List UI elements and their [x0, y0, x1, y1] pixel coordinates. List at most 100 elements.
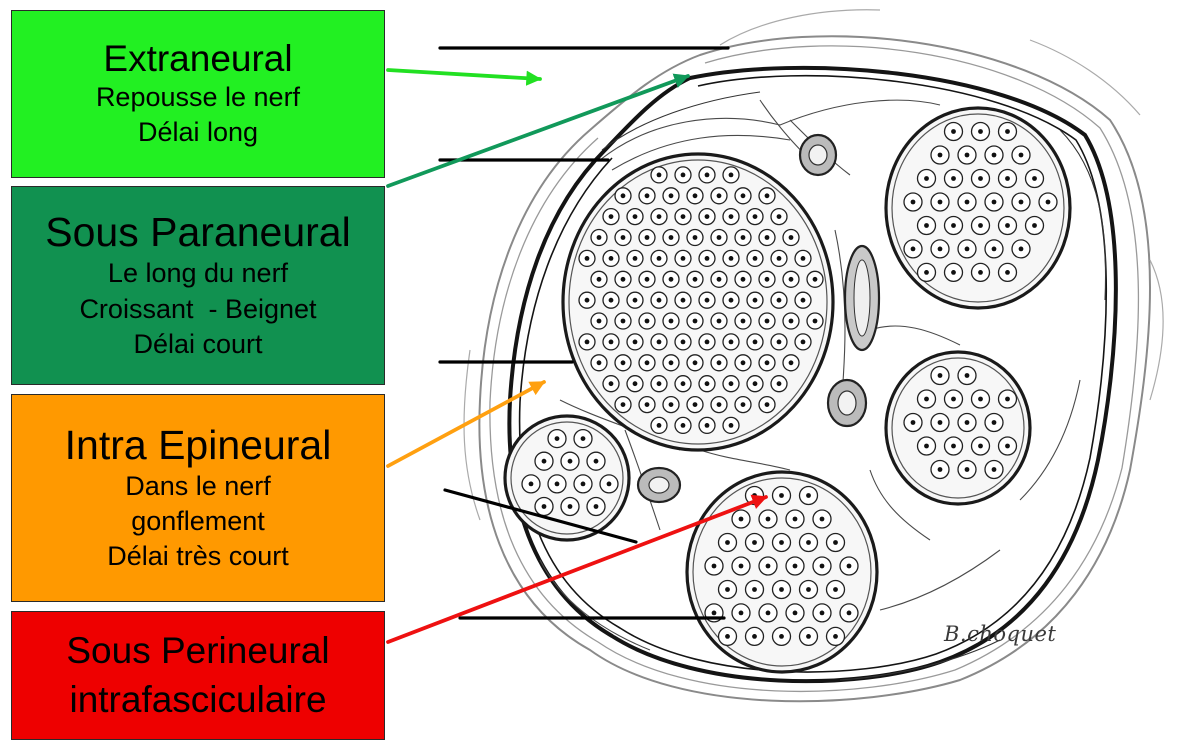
axon-dot — [951, 270, 956, 275]
axon-dot — [716, 235, 722, 240]
axon-dot — [978, 129, 983, 134]
axon-dot — [644, 193, 650, 199]
axon-dot — [752, 540, 757, 545]
axon-dot — [692, 318, 698, 324]
axon-dot — [608, 297, 614, 303]
axon-dot — [765, 563, 771, 569]
axon-dot — [692, 402, 698, 407]
axon-dot — [608, 214, 614, 220]
axon-dot — [632, 256, 638, 261]
axon-dot — [779, 493, 784, 498]
axon-dot — [764, 402, 770, 407]
axon-dot — [740, 235, 746, 240]
axon-dot — [978, 270, 983, 275]
axon-dot — [776, 256, 782, 261]
pointer-line-4 — [443, 488, 638, 544]
axon-dot — [764, 318, 770, 324]
axon-dot — [764, 360, 770, 366]
axon-dot — [765, 516, 771, 522]
axon-dot — [806, 540, 811, 545]
axon-dot — [668, 360, 674, 366]
axon-dot — [596, 318, 602, 324]
axon-dot — [937, 420, 943, 425]
axon-dot — [1005, 396, 1010, 402]
axon-dot — [620, 276, 626, 282]
label-line: intrafasciculaire — [69, 678, 327, 720]
axon-dot — [716, 318, 722, 324]
axon-dot — [541, 504, 547, 509]
axon-dot — [680, 381, 686, 387]
axon-dot — [740, 276, 746, 282]
axon-dot — [924, 270, 929, 275]
axon-dot — [978, 443, 983, 449]
axon-dot — [725, 587, 730, 592]
axon-dot — [740, 193, 746, 199]
axon-dot — [752, 493, 757, 498]
axon-dot — [964, 420, 970, 425]
axon-dot — [584, 297, 590, 303]
axon-dot — [752, 634, 757, 639]
axon-dot — [1005, 129, 1010, 134]
axon-dot — [692, 193, 698, 199]
axon-dot — [776, 381, 782, 387]
axon-dot — [716, 402, 722, 407]
paraneural-sheath — [463, 9, 1164, 703]
axon-dot — [668, 235, 674, 240]
label-line: Délai très court — [107, 541, 289, 572]
axon-dot — [716, 360, 722, 366]
arrow-sous-perineural — [386, 494, 768, 644]
axon-dot — [680, 256, 686, 261]
arrows — [386, 68, 768, 644]
axon-dot — [776, 297, 782, 303]
axon-dot — [740, 360, 746, 366]
axon-dot — [792, 516, 798, 522]
axon-dot — [924, 443, 929, 449]
axon-dot — [728, 339, 734, 345]
axon-dot — [620, 235, 626, 240]
axon-dot — [528, 481, 534, 487]
axon-dot — [779, 634, 784, 639]
axon-dot — [765, 610, 771, 616]
axon-dot — [680, 423, 686, 428]
axon-dot — [937, 373, 943, 378]
axon-dot — [728, 256, 734, 261]
axon-dot — [584, 256, 590, 261]
axon-dot — [620, 193, 626, 199]
axon-dot — [644, 402, 650, 407]
axon-dot — [1005, 270, 1010, 275]
label-line: Délai court — [133, 328, 263, 359]
axon-dot — [580, 436, 586, 441]
axon-dot — [656, 339, 662, 345]
axon-dot — [728, 214, 734, 220]
axon-dot — [740, 318, 746, 324]
axon-dot — [728, 381, 734, 387]
axon-dot — [964, 199, 970, 205]
axon-dot — [608, 256, 614, 261]
axon-dot — [554, 436, 560, 441]
label-line: Délai long — [137, 117, 259, 148]
axon-dot — [1018, 199, 1024, 205]
label-line: Dans le nerf — [125, 470, 271, 501]
axon-dot — [554, 481, 560, 487]
axon-dot — [593, 458, 599, 464]
axon-dot — [632, 339, 638, 345]
axon-dot — [1032, 176, 1037, 181]
label-box-sous-paraneural: Sous Paraneural Le long du nerf Croissan… — [11, 186, 385, 385]
axon-dot — [752, 256, 758, 261]
axon-dot — [991, 420, 997, 425]
axon-dot — [692, 276, 698, 282]
axon-dot — [964, 152, 970, 158]
axon-dot — [716, 276, 722, 282]
axon-dot — [752, 214, 758, 220]
axon-dot — [606, 481, 612, 487]
axon-dot — [632, 297, 638, 303]
axon-dot — [812, 318, 818, 324]
label-line: Le long du nerf — [107, 258, 289, 289]
axon-dot — [632, 214, 638, 220]
axon-dot — [752, 297, 758, 303]
axon-dot — [1018, 246, 1024, 252]
axon-dot — [779, 587, 784, 592]
axon-dot — [704, 297, 710, 303]
axon-dot — [728, 423, 734, 428]
axon-dot — [776, 214, 782, 220]
